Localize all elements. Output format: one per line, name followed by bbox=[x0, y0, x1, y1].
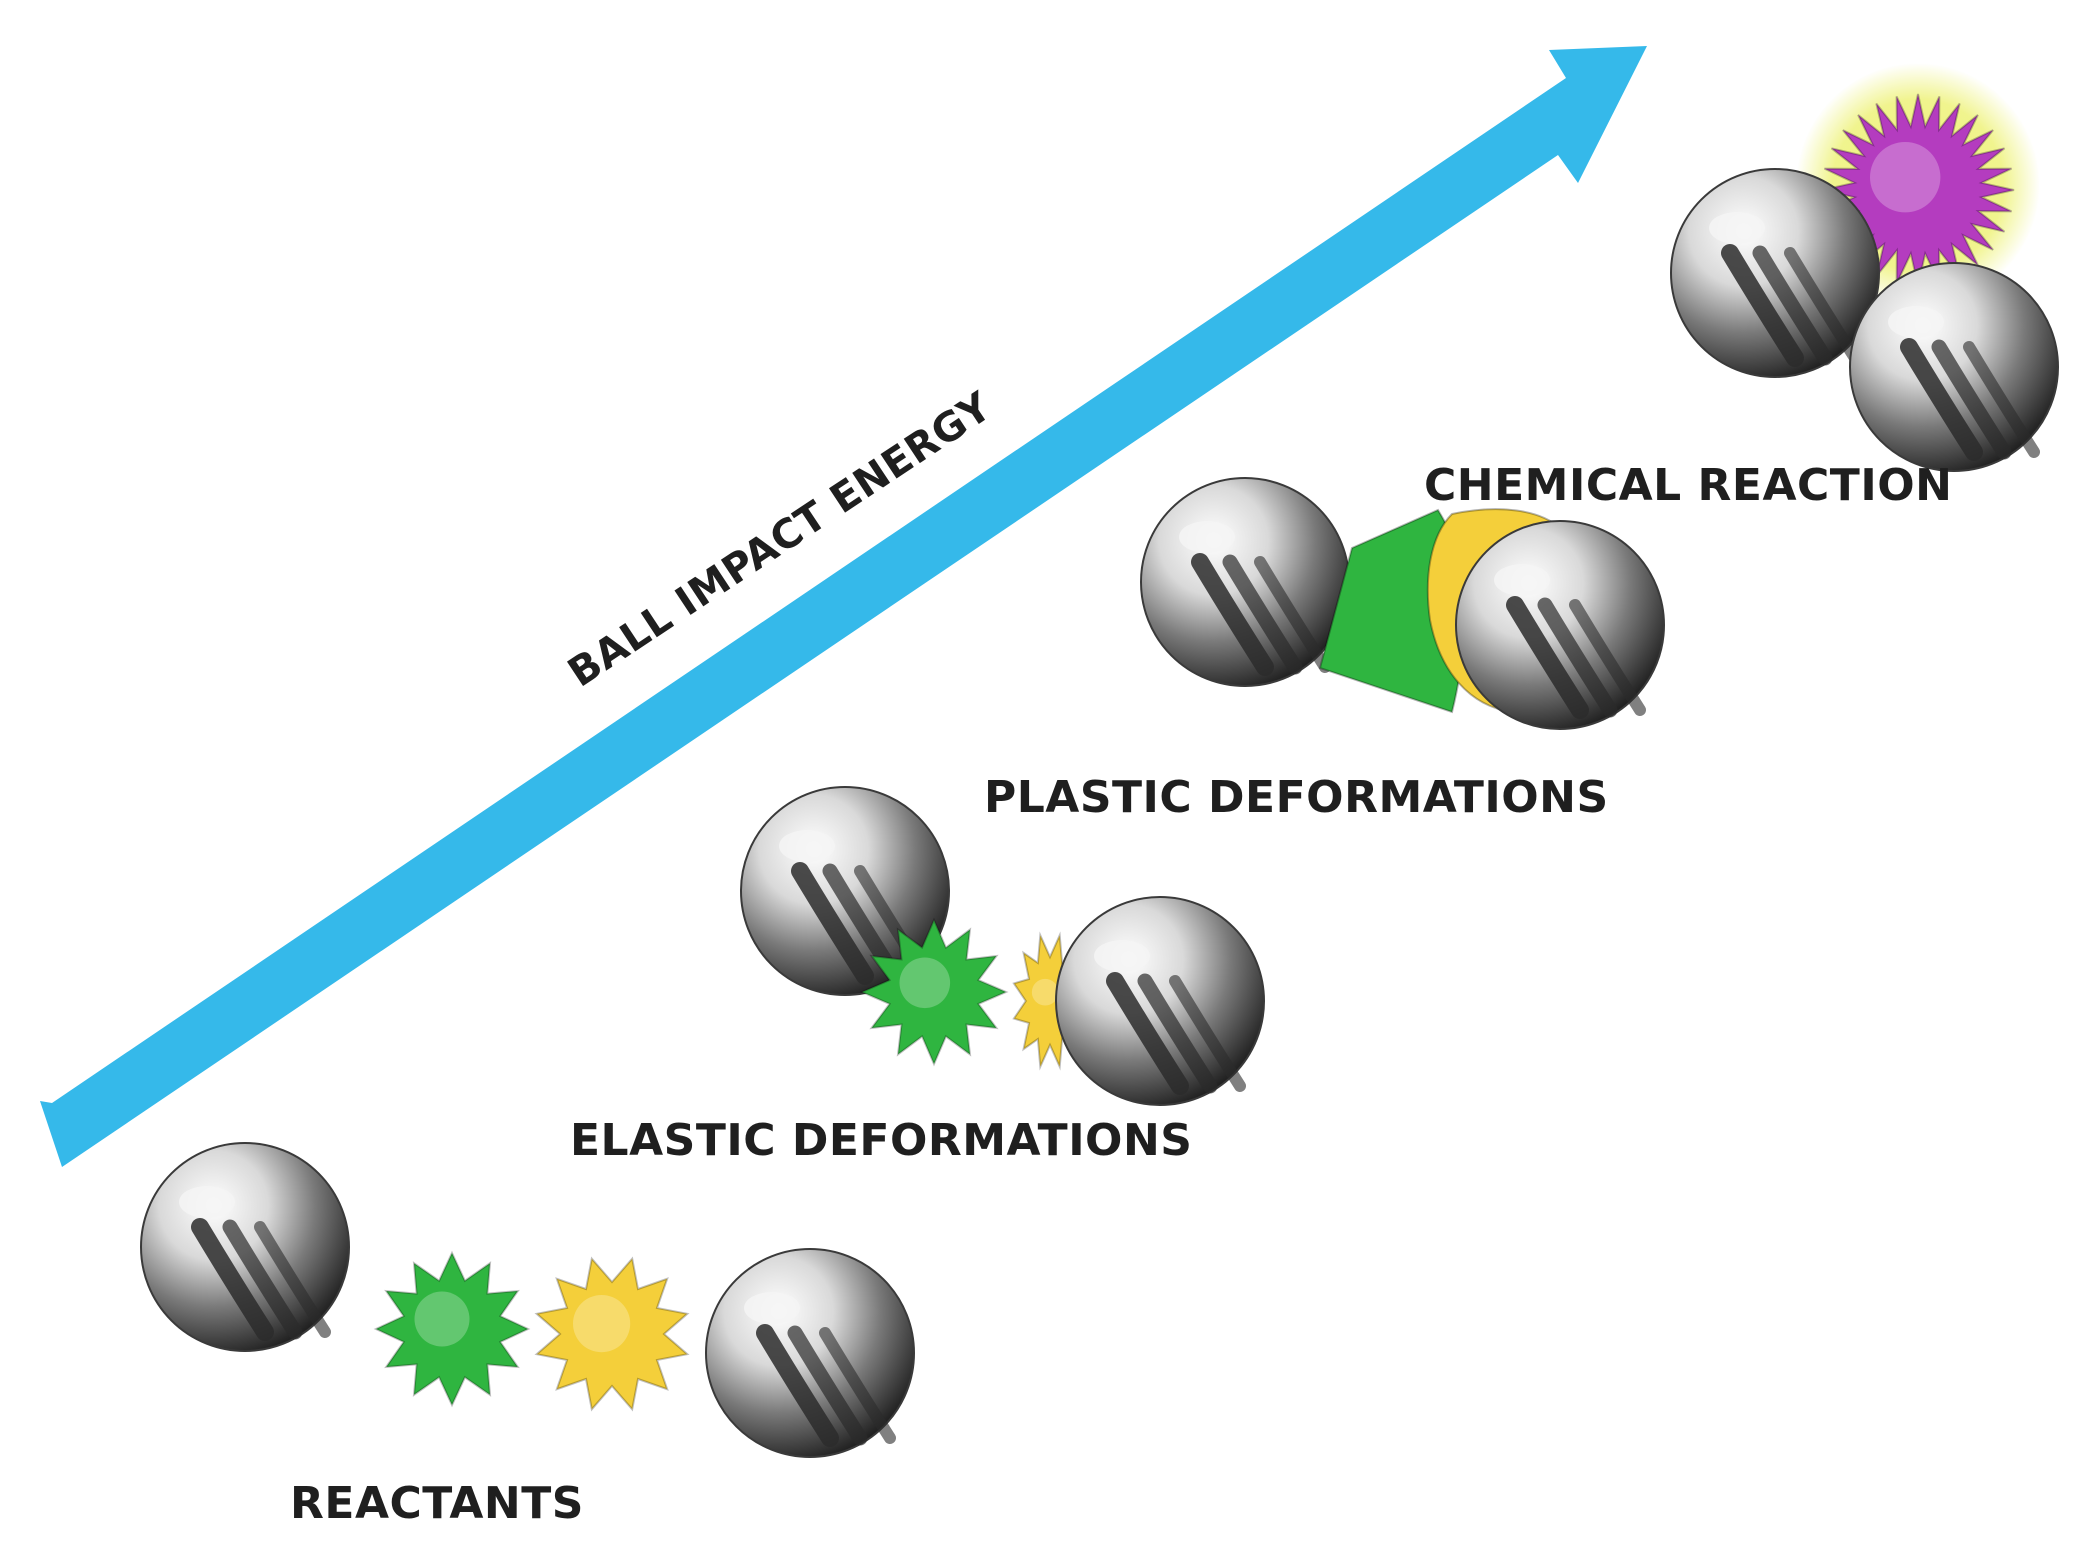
stage-reactants: REACTANTS bbox=[140, 1142, 915, 1529]
energy-arrow-shape bbox=[40, 46, 1647, 1167]
reactant-a-particle bbox=[373, 1250, 531, 1408]
milling-ball bbox=[140, 1142, 350, 1352]
reactant-a-particle bbox=[859, 917, 1009, 1067]
stage-plastic-deformations: PLASTIC DEFORMATIONS bbox=[984, 477, 1665, 823]
milling-ball bbox=[740, 786, 950, 996]
stage-label-reactants: REACTANTS bbox=[290, 1478, 584, 1529]
stage-chemical-reaction: CHEMICAL REACTION bbox=[1424, 63, 2059, 511]
milling-ball bbox=[1455, 520, 1665, 730]
milling-ball bbox=[1055, 896, 1265, 1106]
milling-ball bbox=[1670, 168, 1880, 378]
stage-label-plastic: PLASTIC DEFORMATIONS bbox=[984, 772, 1609, 823]
milling-ball bbox=[1849, 262, 2059, 472]
stage-label-elastic: ELASTIC DEFORMATIONS bbox=[570, 1115, 1192, 1166]
stage-label-chemical: CHEMICAL REACTION bbox=[1424, 460, 1952, 511]
stage-elastic-deformations: ELASTIC DEFORMATIONS bbox=[570, 786, 1265, 1166]
reactant-b-particle bbox=[534, 1256, 690, 1412]
milling-ball bbox=[705, 1248, 915, 1458]
milling-ball bbox=[1140, 477, 1350, 687]
